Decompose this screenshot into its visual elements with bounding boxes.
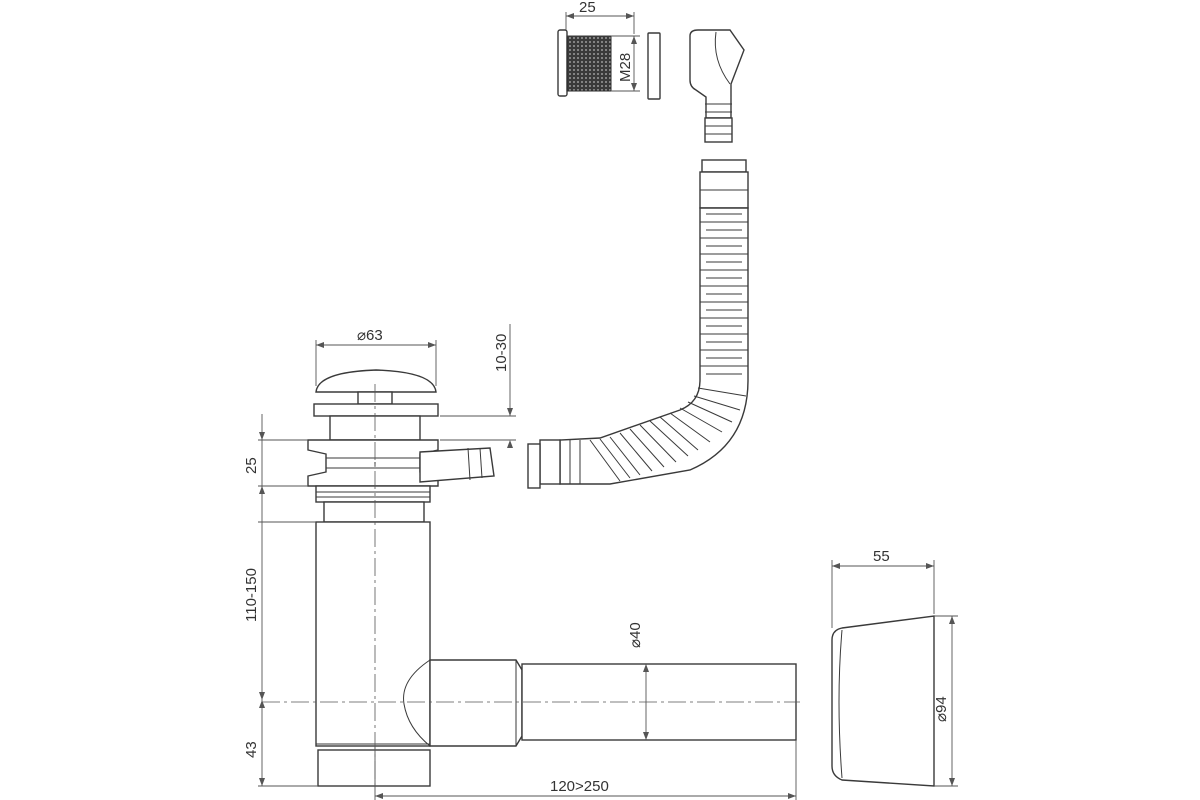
nut-width-label: 25 <box>579 0 596 16</box>
gasket <box>647 32 661 100</box>
rosette-diameter-dimension: ⌀94 <box>933 615 958 787</box>
thread-dimension: M28 <box>611 35 640 92</box>
bottle-trap-head <box>307 415 495 503</box>
outlet-height-label: 43 <box>243 741 260 758</box>
rosette-depth-label: 55 <box>873 548 890 565</box>
rosette-depth-dimension: 55 <box>831 548 935 628</box>
outlet-height-dimension: 43 <box>243 700 318 787</box>
elbow-connector <box>689 29 745 143</box>
cap-diameter-label: ⌀63 <box>357 327 383 344</box>
nut-width-dimension: 25 <box>565 0 635 34</box>
cap-height-label: 10-30 <box>493 334 510 372</box>
pipe-length-dimension: 120>250 <box>374 740 797 800</box>
wall-rosette <box>831 615 935 787</box>
threaded-nut <box>557 29 612 97</box>
center-lines <box>262 384 800 786</box>
column-height-dimension: 110-150 <box>243 521 316 700</box>
trap-column <box>315 501 431 787</box>
cap-diameter-dimension: ⌀63 <box>315 327 437 386</box>
head-ring-label: 25 <box>243 457 260 474</box>
corrugated-flex-hose <box>527 159 749 489</box>
head-ring-dimension: 25 <box>243 414 308 700</box>
pipe-diameter-label: ⌀40 <box>627 622 644 648</box>
thread-label: M28 <box>617 53 634 82</box>
pipe-length-label: 120>250 <box>550 778 609 795</box>
column-height-label: 110-150 <box>243 568 260 622</box>
rosette-diameter-label: ⌀94 <box>933 696 950 722</box>
cap-height-dimension: 10-30 <box>440 324 516 448</box>
click-clack-cap <box>313 369 439 417</box>
